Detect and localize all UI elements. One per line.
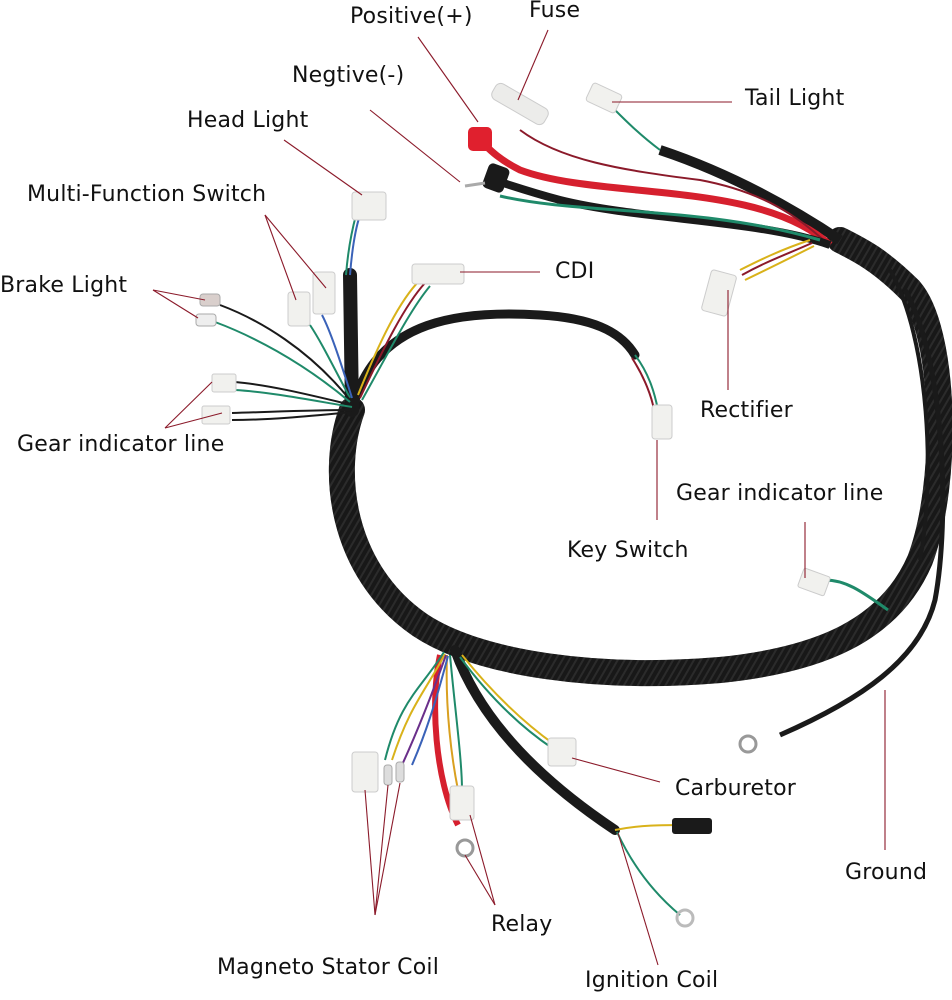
cdi-connector xyxy=(411,263,465,285)
tail-light-connector xyxy=(585,82,623,114)
label-cdi: CDI xyxy=(555,259,595,284)
label-carburetor: Carburetor xyxy=(675,776,797,801)
label-key-switch: Key Switch xyxy=(567,538,689,563)
stator-coil-pin-1 xyxy=(383,764,393,786)
label-positive: Positive(+) xyxy=(350,4,473,29)
multi-function-switch-connector-2 xyxy=(312,271,336,315)
ignition-coil-plug xyxy=(672,818,712,834)
main-harness-loop xyxy=(328,227,952,686)
label-rectifier: Rectifier xyxy=(700,398,793,423)
brake-light-connector-1 xyxy=(199,293,221,307)
stator-coil-pin-2 xyxy=(395,761,405,783)
negative-terminal xyxy=(482,163,510,193)
fuse-holder xyxy=(491,82,549,126)
label-magneto-stator-coil: Magneto Stator Coil xyxy=(217,955,440,980)
label-brake-light: Brake Light xyxy=(0,273,128,298)
key-switch-connector xyxy=(651,404,673,440)
key-switch-branch xyxy=(350,309,640,405)
label-gear-indicator-right: Gear indicator line xyxy=(676,481,884,506)
stator-coil-connector xyxy=(351,751,379,793)
label-relay: Relay xyxy=(491,912,553,937)
label-fuse: Fuse xyxy=(529,0,581,23)
leader-lines xyxy=(152,29,886,966)
relay-connector xyxy=(449,785,475,821)
label-gear-indicator-left: Gear indicator line xyxy=(17,432,225,457)
multi-function-switch-connector-1 xyxy=(287,291,311,327)
label-negative: Negtive(-) xyxy=(292,63,405,88)
positive-terminal xyxy=(468,127,492,151)
relay-ring-terminal xyxy=(455,838,475,858)
label-ground: Ground xyxy=(845,860,928,885)
brake-light-connector-2 xyxy=(195,313,217,327)
label-head-light: Head Light xyxy=(187,108,309,133)
carburetor-connector xyxy=(547,737,577,767)
label-ignition-coil: Ignition Coil xyxy=(585,968,719,993)
gear-indicator-left-connector-1 xyxy=(211,373,237,393)
rectifier-connector xyxy=(701,269,737,317)
ground-ring-terminal xyxy=(738,734,758,754)
ground-branch xyxy=(778,288,946,738)
head-light-connector xyxy=(351,191,387,221)
gear-indicator-right-connector xyxy=(797,567,831,597)
label-multi-function-switch: Multi-Function Switch xyxy=(27,182,267,207)
ignition-coil-ring-terminal xyxy=(675,908,695,928)
label-tail-light: Tail Light xyxy=(745,86,845,111)
